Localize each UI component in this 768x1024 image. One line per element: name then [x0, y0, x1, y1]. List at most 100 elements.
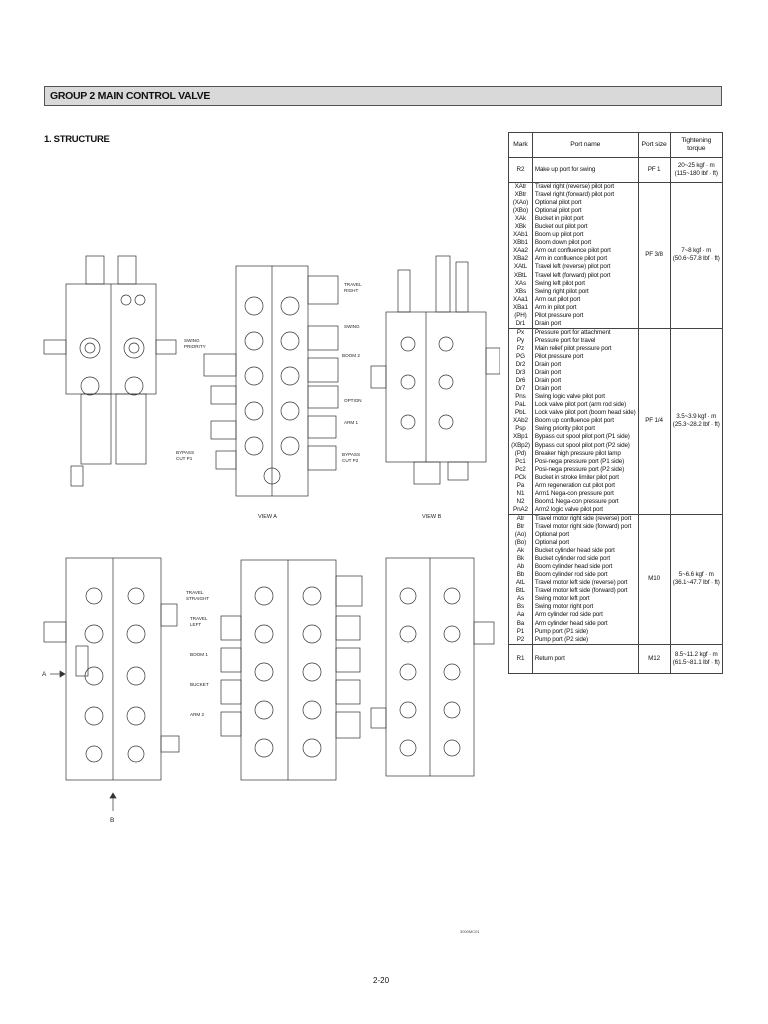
port-name: Arm2 logic valve pilot port — [535, 506, 636, 514]
port-size: PF 1/4 — [638, 328, 670, 514]
port-mark: XAa2 — [511, 247, 530, 255]
tightening-torque: 3.5~3.9 kgf · m(25.3~28.2 lbf · ft) — [670, 328, 723, 514]
port-name-cell: Make up port for swing — [532, 158, 638, 183]
port-mark: (XBp2) — [511, 442, 530, 450]
port-mark: XBb1 — [511, 239, 530, 247]
port-mark: (XBo) — [511, 207, 530, 215]
port-mark: Psp — [511, 425, 530, 433]
port-table-header-row: Mark Port name Port size Tightening torq… — [509, 133, 723, 158]
torque-value: (115~180 lbf · ft) — [673, 170, 721, 178]
mark-cell: R2 — [509, 158, 533, 183]
port-name: Boom cylinder rod side port — [535, 571, 636, 579]
drawing-rear-view-bottom — [371, 558, 494, 776]
view-arrows — [50, 671, 116, 811]
port-name: Travel motor left side (reverse) port — [535, 579, 636, 587]
port-mark: P1 — [511, 628, 530, 636]
table-row: XAtrXBtr(XAo)(XBo)XAkXBkXAb1XBb1XAa2XBa2… — [509, 183, 723, 329]
port-name: Breaker high pressure pilot lamp — [535, 450, 636, 458]
port-size: PF 1 — [638, 158, 670, 183]
port-mark: XAs — [511, 280, 530, 288]
port-size: M12 — [638, 644, 670, 673]
port-mark: BtL — [511, 587, 530, 595]
port-mark: XAb1 — [511, 231, 530, 239]
port-mark: XBtr — [511, 191, 530, 199]
port-name: Drain port — [535, 369, 636, 377]
port-name: Pilot pressure port — [535, 312, 636, 320]
port-name: Pump port (P2 side) — [535, 636, 636, 644]
port-name: Bucket out pilot port — [535, 223, 636, 231]
port-name: Return port — [535, 655, 636, 663]
port-mark: Py — [511, 337, 530, 345]
table-row: AtrBtr(Ao)(Bo)AkBkAbBbAtLBtLAsBsAaBaP1P2… — [509, 514, 723, 644]
port-name-cell: Travel motor right side (reverse) portTr… — [532, 514, 638, 644]
port-name: Arm regeneration cut pilot port — [535, 482, 636, 490]
port-mark: PaL — [511, 401, 530, 409]
header-mark: Mark — [509, 133, 533, 158]
port-mark: XBtL — [511, 272, 530, 280]
label-swing: SWING — [344, 324, 360, 329]
port-mark: Ak — [511, 547, 530, 555]
port-name: Bucket in pilot port — [535, 215, 636, 223]
port-mark: Bb — [511, 571, 530, 579]
mark-cell: AtrBtr(Ao)(Bo)AkBkAbBbAtLBtLAsBsAaBaP1P2 — [509, 514, 533, 644]
figure-code: 3000MC01 — [460, 929, 480, 934]
port-name: Bypass cut spool pilot port (P1 side) — [535, 433, 636, 441]
port-name: Travel right (forward) pilot port — [535, 191, 636, 199]
group-title: GROUP 2 MAIN CONTROL VALVE — [50, 90, 210, 102]
port-mark: XBa1 — [511, 304, 530, 312]
port-mark: Dr6 — [511, 377, 530, 385]
port-mark: (Ao) — [511, 531, 530, 539]
port-name: Arm in pilot port — [535, 304, 636, 312]
port-mark: Btr — [511, 523, 530, 531]
port-name: Travel right (reverse) pilot port — [535, 183, 636, 191]
port-name: Main relief pilot pressure port — [535, 345, 636, 353]
port-mark: Pc2 — [511, 466, 530, 474]
port-name: Optional port — [535, 539, 636, 547]
header-port-size: Port size — [638, 133, 670, 158]
label-bypass-cut-p2-1: BYPASS — [342, 452, 360, 457]
port-mark: Ba — [511, 620, 530, 628]
port-name: Bucket in stroke limiter pilot port — [535, 474, 636, 482]
port-name: Travel left (reverse) pilot port — [535, 263, 636, 271]
port-mark: Dr2 — [511, 361, 530, 369]
torque-value: 5~6.6 kgf · m — [673, 571, 721, 579]
port-mark: PCk — [511, 474, 530, 482]
port-mark: Atr — [511, 515, 530, 523]
label-view-b: VIEW B — [422, 514, 442, 520]
port-name: Swing motor right port — [535, 603, 636, 611]
port-mark: Px — [511, 329, 530, 337]
port-size: M10 — [638, 514, 670, 644]
label-boom1: BOOM 1 — [190, 652, 208, 657]
port-mark: Pc1 — [511, 458, 530, 466]
torque-value: 3.5~3.9 kgf · m — [673, 413, 721, 421]
port-mark: XBs — [511, 288, 530, 296]
port-mark: (Pd) — [511, 450, 530, 458]
header-torque: Tightening torque — [670, 133, 723, 158]
table-row: PxPyPzPGDr2Dr3Dr6Dr7PnsPaLPbLXAb2PspXBp1… — [509, 328, 723, 514]
label-arrow-a: A — [42, 671, 47, 678]
label-view-a: VIEW A — [258, 514, 277, 520]
label-bypass-cut-p1-1: BYPASS — [176, 450, 194, 455]
drawing-side-view-bottom — [44, 558, 179, 780]
port-mark: XBk — [511, 223, 530, 231]
port-mark: AtL — [511, 579, 530, 587]
section-title: 1. STRUCTURE — [44, 134, 110, 145]
port-name: Drain port — [535, 320, 636, 328]
label-swing-priority-1: SWING — [184, 338, 200, 343]
label-arrow-b: B — [110, 817, 114, 824]
table-row: R2Make up port for swingPF 120~25 kgf · … — [509, 158, 723, 183]
port-name: Lock valve pilot port (arm rod side) — [535, 401, 636, 409]
label-travel-right-2: RIGHT — [344, 288, 358, 293]
port-name: Bucket cylinder head side port — [535, 547, 636, 555]
port-name: Make up port for swing — [535, 166, 636, 174]
tightening-torque: 8.5~11.2 kgf · m(61.5~81.1 lbf · ft) — [670, 644, 723, 673]
port-mark: Dr7 — [511, 385, 530, 393]
port-name: Bypass cut spool pilot port (P2 side) — [535, 442, 636, 450]
page-number: 2-20 — [373, 976, 389, 985]
port-name: Swing logic valve pilot port — [535, 393, 636, 401]
port-name: Boom1 Nega-con pressure port — [535, 498, 636, 506]
port-name: Boom cylinder head side port — [535, 563, 636, 571]
mark-cell: R1 — [509, 644, 533, 673]
port-name: Posi-nega pressure port (P1 side) — [535, 458, 636, 466]
port-name: Arm cylinder head side port — [535, 620, 636, 628]
